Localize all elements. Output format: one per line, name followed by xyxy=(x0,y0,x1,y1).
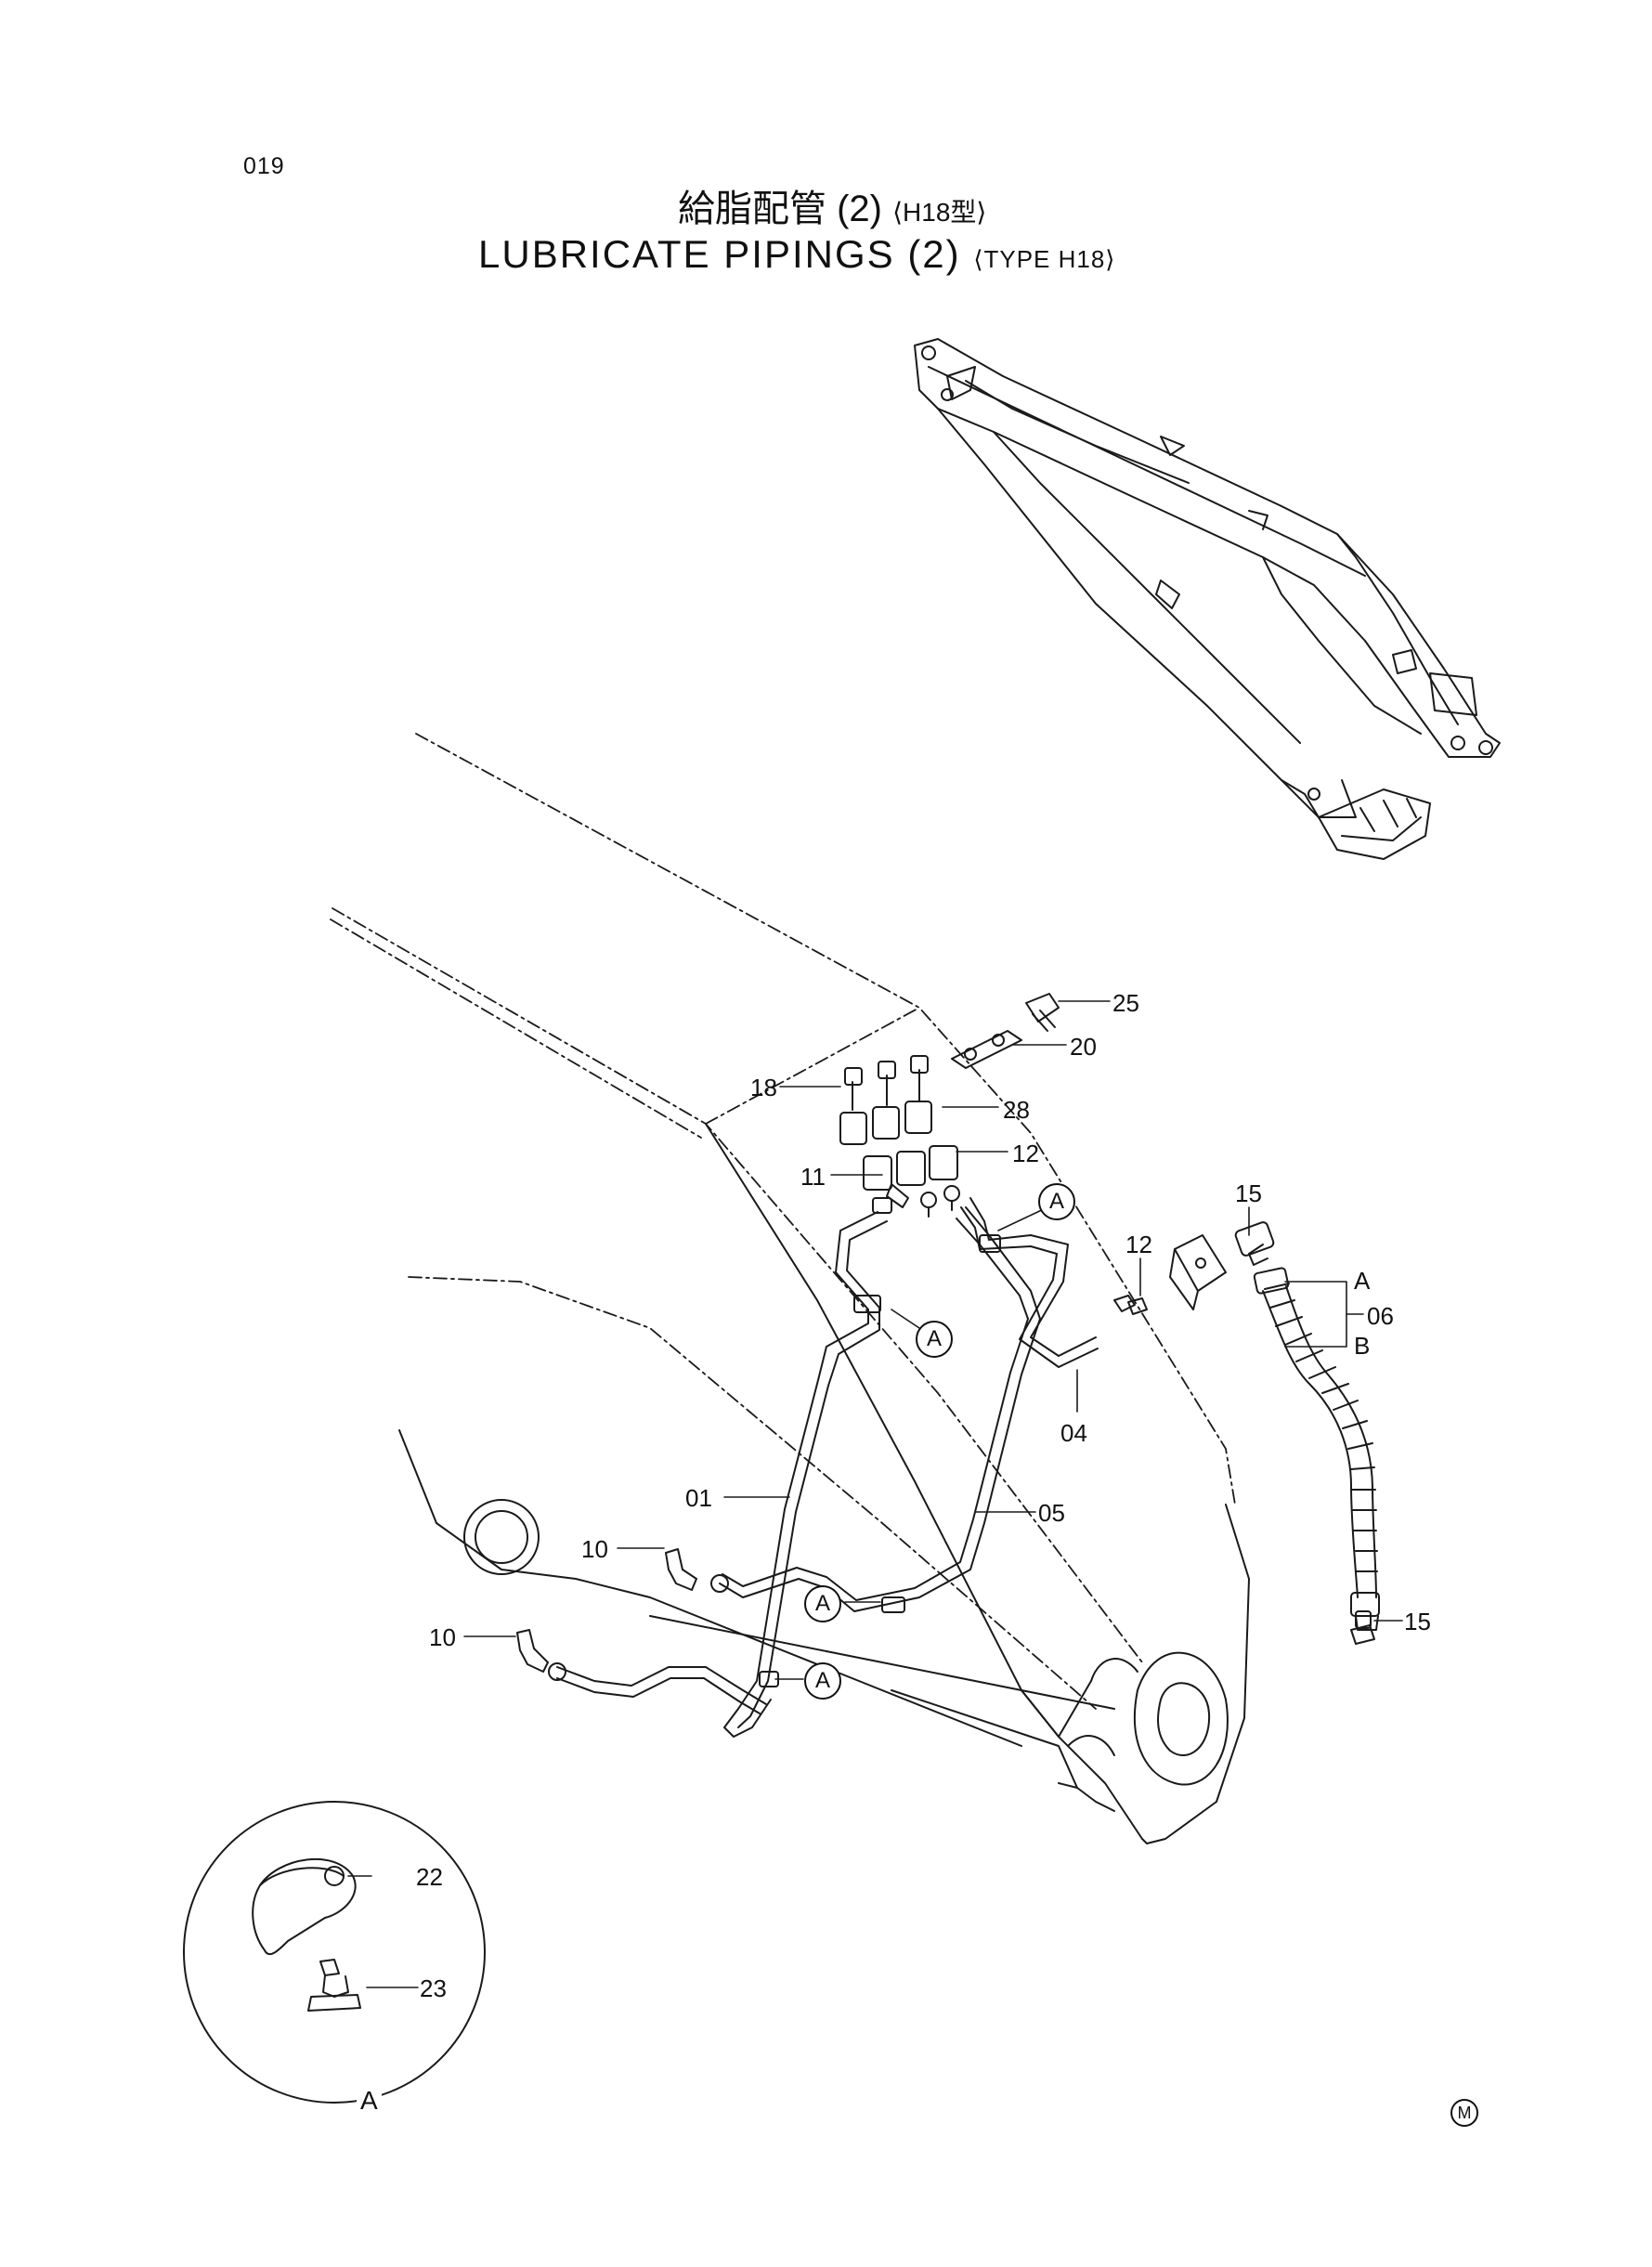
bolt-and-plate xyxy=(951,993,1060,1069)
callout-20: 20 xyxy=(1070,1033,1097,1061)
callout-22: 22 xyxy=(416,1863,443,1891)
callout-15-upper: 15 xyxy=(1235,1179,1262,1207)
callout-11: 11 xyxy=(800,1163,826,1191)
pipe-05 xyxy=(719,1206,1041,1612)
detail-ref-a-1: A xyxy=(1038,1183,1075,1220)
detail-view-label: A xyxy=(357,2086,382,2116)
pipe-04 xyxy=(960,1197,1099,1368)
title-japanese: 給脂配管 (2) ⟨H18型⟩ xyxy=(678,178,986,232)
title-english-text: LUBRICATE PIPINGS (2) xyxy=(478,232,961,276)
callout-06-end-b: B xyxy=(1354,1332,1371,1361)
callout-18: 18 xyxy=(750,1074,777,1101)
m-mark: M xyxy=(1450,2099,1478,2127)
callout-04: 04 xyxy=(1060,1419,1087,1447)
callout-12-upper: 12 xyxy=(1012,1140,1039,1167)
detail-ref-a-4: A xyxy=(804,1662,841,1700)
pipe-lower-10 xyxy=(556,1666,767,1714)
callout-01: 01 xyxy=(685,1484,712,1512)
leader-lines xyxy=(347,1000,1403,1988)
detail-ref-a-3: A xyxy=(804,1585,841,1622)
callout-06: 06 xyxy=(1367,1302,1394,1330)
callout-28: 28 xyxy=(1003,1096,1030,1124)
overview-arm-sketch xyxy=(914,338,1501,860)
fitting-12-block xyxy=(1113,1234,1227,1315)
fittings-10 xyxy=(516,1548,729,1681)
title-japanese-type: ⟨H18型⟩ xyxy=(892,198,987,227)
title-english-type: ⟨TYPE H18⟩ xyxy=(973,245,1116,273)
callout-25: 25 xyxy=(1112,989,1139,1017)
hose-06 xyxy=(1234,1221,1380,1631)
title-english: LUBRICATE PIPINGS (2) ⟨TYPE H18⟩ xyxy=(478,232,1115,277)
callout-15-lower: 15 xyxy=(1404,1608,1431,1635)
callout-05: 05 xyxy=(1038,1499,1065,1527)
boom-body xyxy=(330,733,1236,1710)
detail-ref-a-2: A xyxy=(916,1321,953,1358)
callout-10-upper: 10 xyxy=(581,1535,608,1563)
callout-10-lower: 10 xyxy=(429,1623,456,1651)
callout-12-mid: 12 xyxy=(1125,1231,1152,1258)
boom-solid-edges xyxy=(398,1123,1250,1844)
title-japanese-text: 給脂配管 (2) xyxy=(678,189,882,229)
callout-06-end-a: A xyxy=(1354,1267,1371,1296)
page-number: 019 xyxy=(243,153,285,179)
clamp-markers xyxy=(759,1234,1001,1687)
fitting-15-lower xyxy=(1350,1610,1375,1645)
callout-23: 23 xyxy=(420,1974,447,2002)
detail-view-a xyxy=(183,1801,486,2104)
pipe-01 xyxy=(723,1211,888,1738)
fittings-cluster xyxy=(839,1055,960,1218)
